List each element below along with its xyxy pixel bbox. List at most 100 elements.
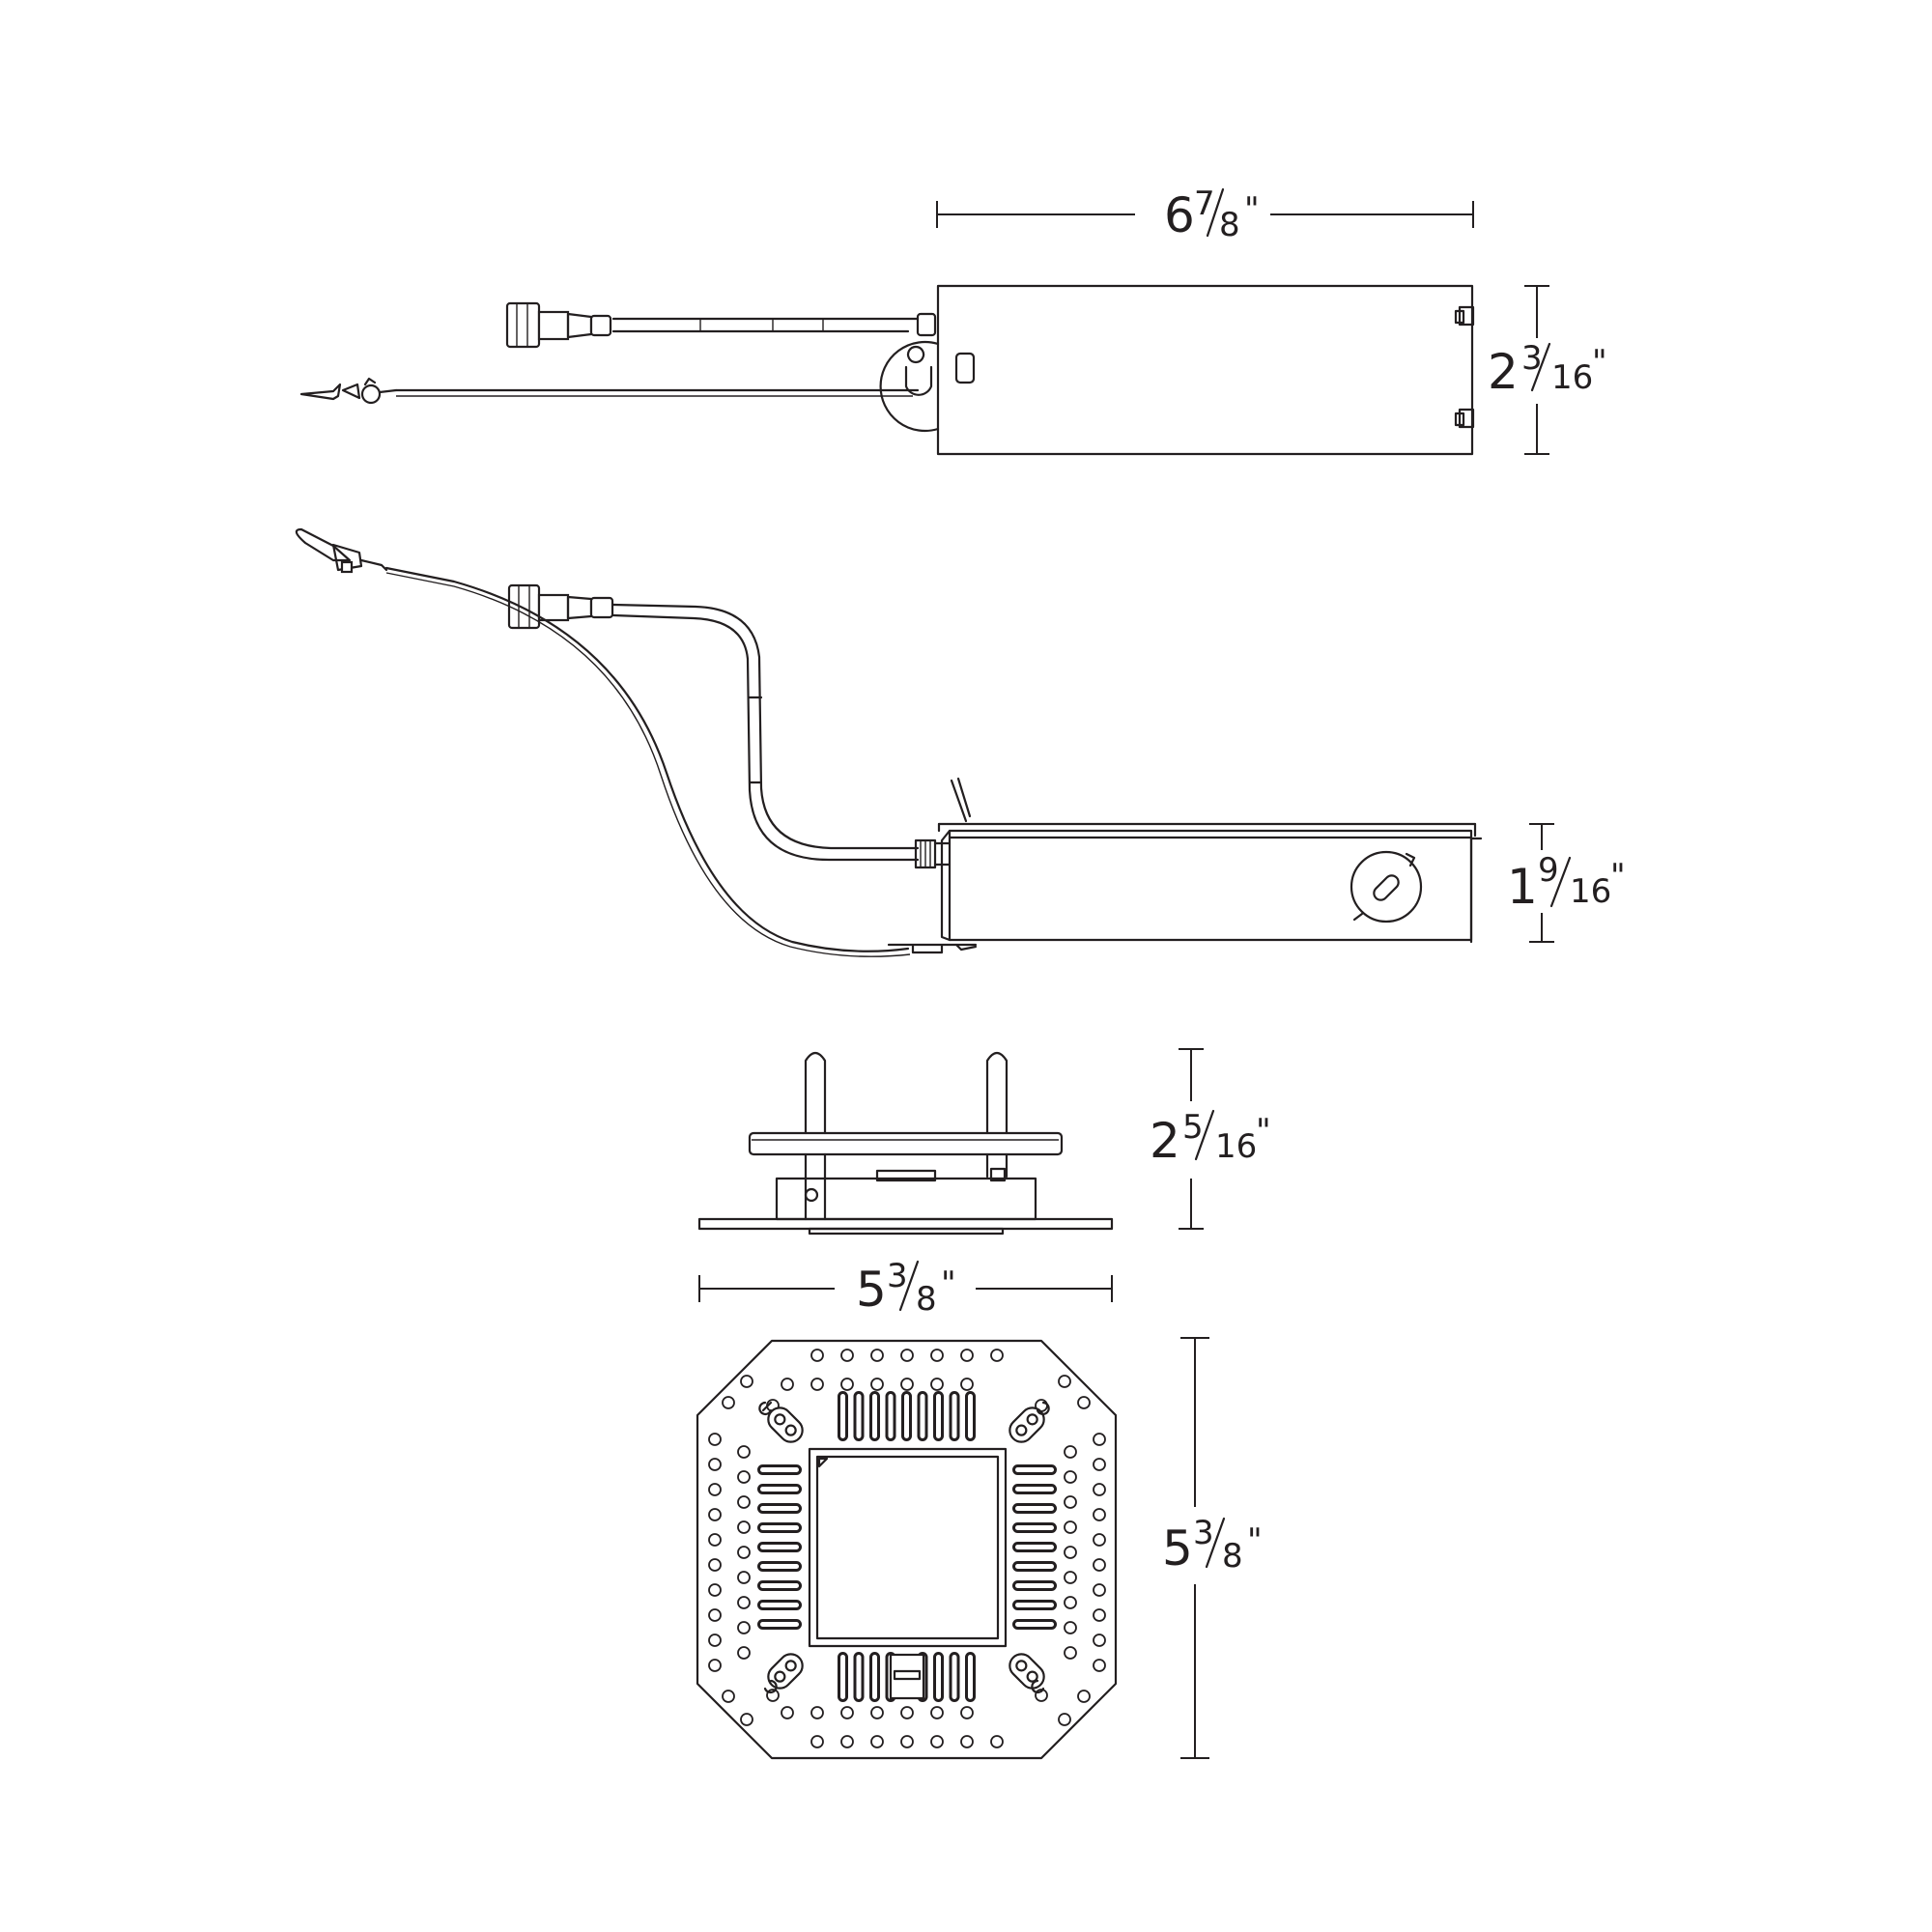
front-height-unit: " (1256, 1112, 1271, 1151)
perforation-hole (1093, 1608, 1106, 1622)
cable-connector-top (505, 301, 920, 349)
perforation-hole (708, 1533, 722, 1547)
vent-slot-inner (760, 1622, 799, 1627)
top-width-num: 7 (1194, 185, 1215, 223)
plate-width-den: 8 (916, 1280, 937, 1319)
perforation-hole (870, 1735, 884, 1748)
side-height-dimension: 1 9 16 " (1507, 823, 1626, 943)
vent-slot-inner (936, 1655, 941, 1699)
perforation-hole (1064, 1470, 1077, 1484)
perforation-hole (930, 1735, 944, 1748)
top-width-unit: " (1244, 190, 1260, 229)
perforation-hole (737, 1646, 751, 1660)
vent-slot-inner (856, 1394, 862, 1438)
corner-mounts (758, 1401, 1050, 1694)
vent-slot-inner (1015, 1525, 1054, 1530)
perforation-hole (990, 1349, 1004, 1362)
safety-cable-side (295, 527, 911, 957)
perforation-hole (810, 1706, 824, 1719)
vent-slot-inner (856, 1655, 862, 1699)
top-height-num: 3 (1521, 339, 1543, 378)
mounting-plate (696, 1339, 1118, 1760)
perforation-hole (737, 1596, 751, 1609)
vent-slot-inner (760, 1603, 799, 1607)
safety-cable-top (299, 377, 920, 405)
perforation-hole (840, 1378, 854, 1391)
top-height-den: 16 (1551, 358, 1593, 397)
perforation-hole (1064, 1546, 1077, 1559)
perforation-hole (870, 1378, 884, 1391)
perforation-hole (1093, 1508, 1106, 1521)
plate-width-dimension: 5 3 8 " (698, 1257, 1113, 1319)
vent-slot-inner (760, 1525, 799, 1530)
vent-slot-inner (968, 1655, 973, 1699)
perforation-hole (1093, 1634, 1106, 1647)
front-height-den: 16 (1215, 1127, 1257, 1166)
perforation-holes (708, 1349, 1106, 1748)
plate-width-whole: 5 (856, 1262, 887, 1318)
vent-slot-inner (1015, 1506, 1054, 1511)
vent-slot-inner (760, 1564, 799, 1569)
perforation-hole (1093, 1583, 1106, 1597)
perforation-hole (1058, 1375, 1071, 1388)
perforation-hole (708, 1558, 722, 1572)
vent-slot-inner (1015, 1487, 1054, 1492)
perforation-hole (900, 1378, 914, 1391)
perforation-hole (1093, 1558, 1106, 1572)
perforation-hole (708, 1659, 722, 1672)
perforation-hole (708, 1433, 722, 1446)
vent-slot-inner (904, 1394, 909, 1438)
perforation-hole (930, 1349, 944, 1362)
perforation-hole (840, 1706, 854, 1719)
perforation-hole (1058, 1713, 1071, 1726)
perforation-hole (737, 1445, 751, 1459)
vent-slot-inner (888, 1394, 894, 1438)
aperture (808, 1447, 1008, 1648)
perforation-hole (840, 1349, 854, 1362)
perforation-hole (840, 1735, 854, 1748)
vent-slot-inner (760, 1506, 799, 1511)
plate-width-unit: " (941, 1264, 956, 1303)
top-width-dimension: 6 7 8 " (936, 185, 1474, 244)
perforation-hole (1064, 1520, 1077, 1534)
perforation-hole (1093, 1483, 1106, 1496)
perforation-hole (737, 1621, 751, 1634)
perforation-hole (737, 1546, 751, 1559)
perforation-hole (960, 1378, 974, 1391)
perforation-hole (1064, 1495, 1077, 1509)
vent-slot-inner (760, 1467, 799, 1472)
front-height-whole: 2 (1150, 1113, 1180, 1169)
perforation-hole (781, 1706, 794, 1719)
perforation-hole (870, 1706, 884, 1719)
perforation-hole (930, 1378, 944, 1391)
side-height-unit: " (1610, 857, 1626, 895)
vent-slot-inner (1015, 1545, 1054, 1549)
cable-side (507, 583, 952, 869)
perforation-hole (708, 1483, 722, 1496)
perforation-hole (1077, 1396, 1091, 1409)
side-height-num: 9 (1538, 851, 1559, 890)
side-height-whole: 1 (1507, 859, 1538, 915)
perforation-hole (930, 1706, 944, 1719)
perforation-hole (1064, 1646, 1077, 1660)
vent-slot-inner (920, 1394, 925, 1438)
perforation-hole (737, 1520, 751, 1534)
top-height-dimension: 2 3 16 " (1488, 285, 1607, 455)
perforation-hole (708, 1508, 722, 1521)
top-height-unit: " (1592, 343, 1607, 382)
perforation-hole (737, 1470, 751, 1484)
vent-slot-inner (1015, 1603, 1054, 1607)
knockout (879, 312, 976, 433)
driver-box-top (936, 284, 1474, 456)
plate-height-den: 8 (1222, 1537, 1243, 1576)
perforation-hole (781, 1378, 794, 1391)
perforation-hole (708, 1583, 722, 1597)
vent-slot-inner (760, 1487, 799, 1492)
vent-slot-inner (1015, 1622, 1054, 1627)
perforation-hole (960, 1706, 974, 1719)
perforation-hole (960, 1735, 974, 1748)
front-view: 2 5 16 " (697, 1048, 1271, 1236)
perforation-hole (900, 1349, 914, 1362)
